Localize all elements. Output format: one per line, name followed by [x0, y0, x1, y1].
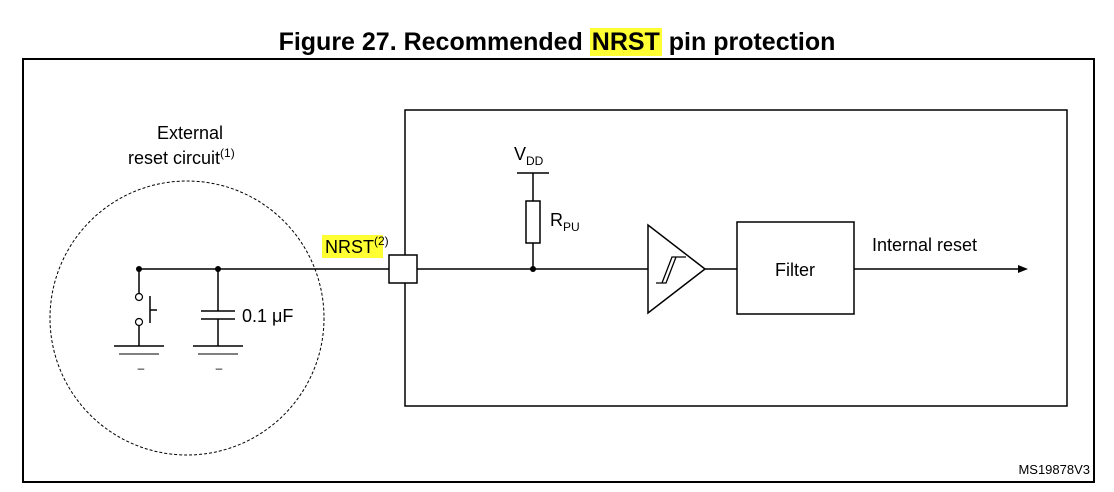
external-label-line2: reset circuit(1) [128, 146, 235, 168]
resistor-label-sub: PU [563, 220, 580, 234]
internal-block [404, 109, 1068, 407]
vdd-label-main: V [514, 144, 526, 164]
figure-frame [22, 58, 1095, 483]
output-label: Internal reset [872, 235, 977, 255]
output-arrowhead [1018, 265, 1028, 273]
vdd-label: VDD [514, 144, 544, 168]
resistor-label-main: R [550, 210, 563, 230]
external-label-line1: External [157, 123, 223, 143]
capacitor-symbol [201, 269, 235, 346]
vdd-label-sub: DD [526, 154, 544, 168]
figure-title-highlight: NRST [589, 28, 662, 56]
ground-symbol [193, 345, 243, 355]
ground-symbol [114, 345, 164, 355]
external-label-text: reset circuit [128, 148, 220, 168]
schmitt-trigger-symbol [647, 223, 707, 315]
pin-name: NRST [325, 237, 374, 257]
ground-mark: – [138, 361, 145, 375]
doc-code: MS19878V3 [1018, 462, 1090, 477]
figure-title-suffix: pin protection [661, 28, 836, 56]
pin-label: NRST(2) [325, 234, 389, 257]
nrst-pin [388, 254, 418, 284]
pin-label-highlight [322, 235, 383, 258]
figure-title: Figure 27. Recommended NRST pin protecti… [0, 27, 1114, 57]
reset-push-button [134, 269, 157, 346]
filter-label: Filter [775, 260, 815, 280]
figure-title-prefix: Figure 27. Recommended [278, 28, 590, 56]
pull-up-resistor [525, 200, 541, 244]
filter-block [736, 221, 855, 315]
pin-note: (2) [374, 234, 389, 248]
external-label-note: (1) [220, 146, 235, 160]
vdd-supply-rail [517, 172, 549, 201]
ground-mark: – [216, 361, 223, 375]
resistor-label: RPU [550, 210, 580, 234]
capacitor-value: 0.1 μF [242, 306, 293, 326]
external-circuit-boundary [49, 180, 325, 456]
